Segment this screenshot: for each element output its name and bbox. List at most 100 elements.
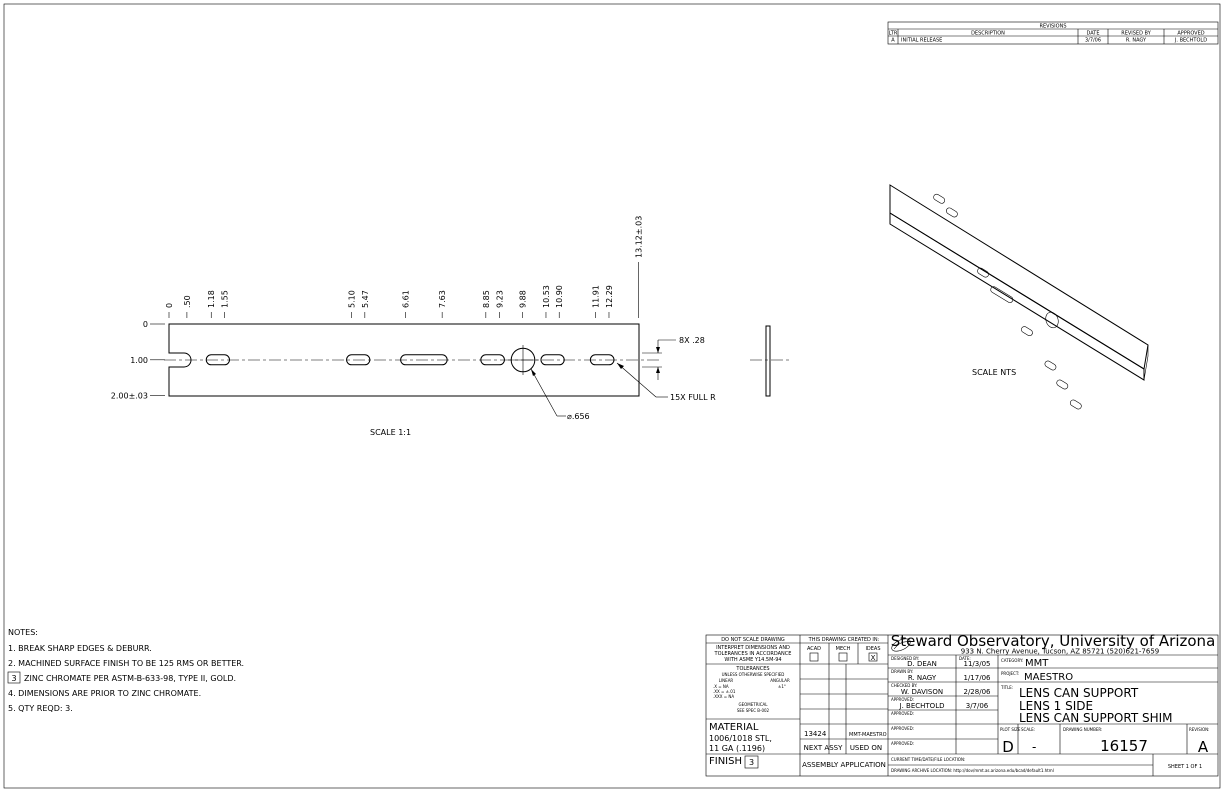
isometric-view: SCALE NTS [889,184,1149,410]
notes: NOTES: 1. BREAK SHARP EDGES & DEBURR. 2.… [7,628,244,713]
drawn-date: 1/17/06 [964,674,992,682]
angular-label: ANGULAR [770,678,790,683]
note-5: 5. QTY REQD: 3. [8,704,73,713]
revision-label: REVISION: [1189,727,1209,732]
interpret-line-3: WITH ASME Y14.5M-94 [724,657,781,663]
category-label: CATEGORY: [1001,658,1023,663]
cad-opt-mech: MECH [836,646,851,652]
revisions-table: REVISIONS LTR DESCRIPTION DATE REVISED B… [887,21,1219,45]
dim-x-label-10: 9.88 [519,290,528,308]
width-callout-text: 8X .28 [679,336,705,345]
hole-callout-text: ⌀.656 [567,412,590,421]
project-label: PROJECT: [1001,671,1019,676]
ordinate-dims-x: 0 .50 1.18 1.55 5.10 5.47 6.61 7.63 8.85 9.23 9.88… [165,216,644,318]
note-4: 4. DIMENSIONS ARE PRIOR TO ZINC CHROMATE… [8,689,201,698]
slot-0 [205,354,231,366]
checked-by-label: CHECKED BY: [891,683,917,688]
organization-address: 933 N. Cherry Avenue, Tucson, AZ 85721 (… [961,648,1160,656]
plot-size: D [1002,738,1014,756]
slot-2 [400,354,448,366]
slot-4 [540,354,565,366]
mech-checkbox [838,652,848,662]
geo-spec: SEE SPEC B-002 [737,708,770,713]
next-assy-project: MMT-MAESTRO [849,732,887,738]
note-3: ZINC CHROMATE PER ASTM-B-633-98, TYPE II… [24,674,236,683]
radius-callout: 15X FULL R [616,362,716,402]
notes-title: NOTES: [8,628,38,637]
scale-value: - [1032,740,1036,754]
designed-by-label: DESIGNED BY: [891,656,919,661]
dim-x-label-11: 10.53 [542,285,551,308]
note-2: 2. MACHINED SURFACE FINISH TO BE 125 RMS… [8,659,244,668]
rev-row-revised-by: R. NAGY [1126,38,1147,44]
title-line-1: LENS CAN SUPPORT [1019,686,1139,700]
created-in-label: THIS DRAWING CREATED IN: [808,637,880,643]
dim-x-label-14: 12.29 [605,285,614,308]
rev-header-ltr: LTR [889,31,898,37]
designed-by: D. DEAN [907,660,937,668]
approved-label-2: APPROVED: [891,711,914,716]
dim-x-label-6: 6.61 [402,290,411,308]
approved-label-3: APPROVED: [891,726,914,731]
title-block: DO NOT SCALE DRAWING INTERPRET DIMENSION… [705,632,1219,777]
dim-x-label-2: 1.18 [207,290,216,308]
approved-date: 3/7/06 [966,702,989,710]
dim-x-label-3: 1.55 [220,290,229,308]
current-location-label: CURRENT TIME/DATE/FILE LOCATION: [891,757,965,762]
note-3-flag-box [7,671,21,684]
slots [205,354,615,366]
rev-header-revised-by: REVISED BY [1121,31,1151,37]
tol-line-1: .X = NA [713,684,729,689]
title-line-2: LENS 1 SIDE [1019,699,1093,713]
dim-x-label-0: 0 [165,303,174,308]
rev-row-description: INITIAL RELEASE [901,38,942,44]
width-callout: 8X .28 [642,336,705,380]
ideas-checkbox [868,652,878,662]
hole-callout: ⌀.656 [530,368,590,421]
drawn-by: R. NAGY [908,674,937,682]
rev-header-approved: APPROVED [1177,31,1204,37]
organization-name: Steward Observatory, University of Arizo… [891,632,1216,650]
note-1: 1. BREAK SHARP EDGES & DEBURR. [8,644,152,653]
dim-x-label-13: 11.91 [591,285,600,308]
approved-by: J. BECHTOLD [899,702,945,710]
plot-size-label: PLOT SIZE [1000,727,1021,732]
cad-opt-acad: ACAD [807,646,821,652]
iso-scale-label: SCALE NTS [972,368,1016,377]
sheet-number: SHEET 1 OF 1 [1168,764,1202,770]
dim-y-label-2: 2.00±.03 [111,392,148,401]
no-scale-note: DO NOT SCALE DRAWING [721,637,785,643]
approved-label-4: APPROVED: [891,741,914,746]
note-3-flag: 3 [11,674,16,683]
rev-row-approved: J. BECHTOLD [1174,38,1207,44]
dim-x-label-5: 5.47 [361,290,370,308]
dim-x-label-1: .50 [183,295,192,308]
title-line-3: LENS CAN SUPPORT SHIM [1019,711,1173,725]
material-line-1: 1006/1018 STL, [709,734,772,743]
material-line-2: 11 GA (.1196) [709,744,765,753]
next-assy-number: 13424 [804,730,827,738]
title-label: TITLE: [1000,685,1013,690]
material-label: MATERIAL [709,722,759,733]
scale-label: SCALE: [1021,727,1035,732]
slot-1 [346,354,371,366]
drawing-number: 16157 [1100,737,1148,755]
dim-x-label-4: 5.10 [348,290,357,308]
dim-x-label-9: 9.23 [495,290,504,308]
interpret-line-2: TOLERANCES IN ACCORDANCE [714,651,792,657]
steward-logo-icon [891,638,911,652]
side-view [750,325,790,397]
cad-opt-ideas: IDEAS [865,646,880,652]
approved-label-1: APPROVED: [891,697,914,702]
finish-flag: 3 [749,758,754,767]
acad-checkbox [809,652,819,662]
dim-y-label-1: 1.00 [130,356,148,365]
designed-date-label: DATE: [959,656,971,661]
dim-x-label-7: 7.63 [438,290,447,308]
dim-y-label-0: 0 [143,320,148,329]
geometrical-label: GEOMETRICAL [739,702,769,707]
tol-line-3: .XXX = NA [713,694,734,699]
dim-x-label-8: 8.85 [482,290,491,308]
dim-x-label-15: 13.12±.03 [635,216,644,258]
